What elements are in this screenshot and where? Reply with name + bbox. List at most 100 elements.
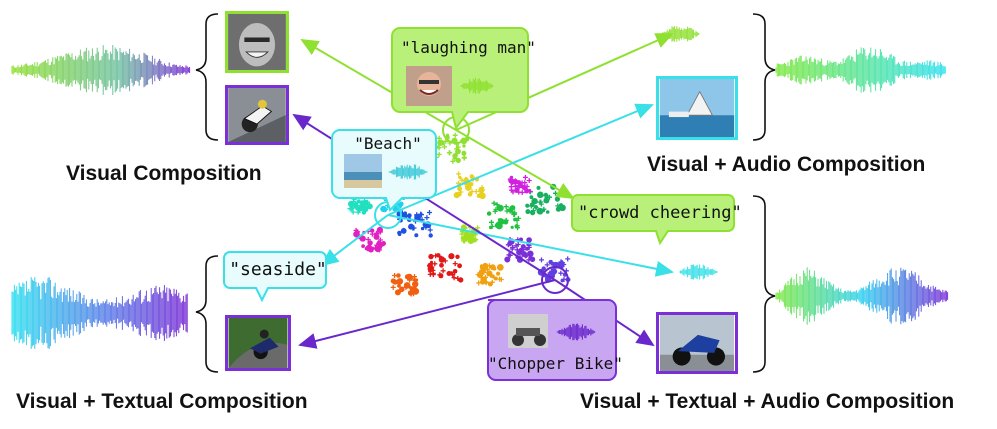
scatter-point [407,284,413,290]
scatter-point [536,185,541,190]
scatter-point [412,277,418,283]
scatter-point [487,281,493,287]
scatter-point [458,175,462,180]
scatter-point [398,201,404,207]
scatter-point [555,203,561,209]
scatter-point [525,203,530,208]
scatter-point [454,146,460,152]
scatter-point [526,178,532,183]
motorbike-road-photo [225,315,291,371]
scatter-point [561,276,567,282]
scatter-point [480,268,486,274]
scatter-point [522,174,528,180]
scatter-point [529,195,534,200]
arrow-icon [455,33,674,131]
scatter-point [489,264,496,271]
waveform-icon [11,45,191,95]
scatter-point [358,204,365,211]
waveform-stroke [11,45,191,95]
scatter-point [479,192,486,200]
harbor-photo [656,76,738,140]
scatter-point [361,244,365,249]
bubble-seaside: "seaside" [229,259,327,280]
scatter-point [489,279,495,285]
scatter-point [347,206,353,212]
scatter-point [430,267,436,273]
scatter-point [544,262,550,268]
scatter-point [492,208,498,214]
scatter-point [418,211,424,217]
scatter-point [496,204,504,212]
scatter-point [475,225,481,231]
scatter-point [554,196,561,202]
scatter-point [484,266,490,272]
scatter-point [494,202,500,208]
scatter-point [432,261,438,267]
scatter-point [519,190,525,195]
scatter-point [428,233,433,238]
caption-visual-audio: Visual + Audio Composition [647,153,926,176]
scatter-point [364,246,369,251]
speech-bubble-icon [571,194,735,246]
scatter-point [530,210,536,216]
bubble-chopper-bike: "Chopper Bike" [488,354,623,373]
scatter-point [489,225,493,230]
scatter-point [366,203,373,210]
photo-icon [228,88,286,142]
scatter-point [451,275,457,281]
scatter-point [521,247,526,253]
scatter-point [436,145,442,151]
scatter-point [400,228,407,234]
scatter-point [490,274,495,279]
scatter-point [370,228,375,233]
scatter-point [408,225,413,230]
scatter-point [476,193,482,198]
scatter-point [462,144,466,148]
bubble-crowd-cheering: "crowd cheering" [578,203,742,223]
scatter-point [513,217,517,222]
waveform-stroke [660,26,701,42]
scatter-point [539,257,544,263]
scatter-point [461,150,467,156]
scatter-point [504,208,510,214]
scatter-point [440,268,446,274]
scatter-point [525,246,530,251]
photo-icon [659,79,735,137]
waveform-icon [11,277,188,349]
waveform-stroke [678,264,719,280]
waveform-stroke [775,267,949,325]
waveform-icon [388,164,429,180]
scatter-point [528,203,534,209]
scatter-point [442,144,447,150]
caption-visual: Visual Composition [66,162,262,185]
scatter-point [526,237,532,243]
scatter-point [427,271,433,277]
scatter-point [378,229,383,235]
scatter-point [515,215,521,221]
scatter-point [452,156,458,162]
speech-bubble-icon [331,129,437,212]
bubble-beach: "Beach" [354,134,422,153]
waveform-stroke [775,47,946,93]
scatter-point [473,237,479,243]
scatter-point [365,237,371,242]
scatter-point [524,184,530,189]
scatter-point [397,284,401,288]
scatter-point [427,262,433,269]
scatter-point [374,231,380,237]
scatter-point [458,277,464,283]
waveform-icon [775,47,946,93]
caption-visual-textual: Visual + Textual Composition [16,390,308,413]
scatter-point [467,192,473,197]
sport-bike-photo [656,312,738,374]
speech-bubble-icon [223,251,327,303]
scatter-point [412,280,419,288]
scatter-point [514,188,519,193]
scatter-point [427,227,433,233]
brace-icon [752,195,776,373]
scatter-point [516,180,522,185]
scatter-point [348,200,355,208]
scatter-point [558,270,564,276]
scatter-point [381,206,388,213]
scatter-point [450,272,456,278]
